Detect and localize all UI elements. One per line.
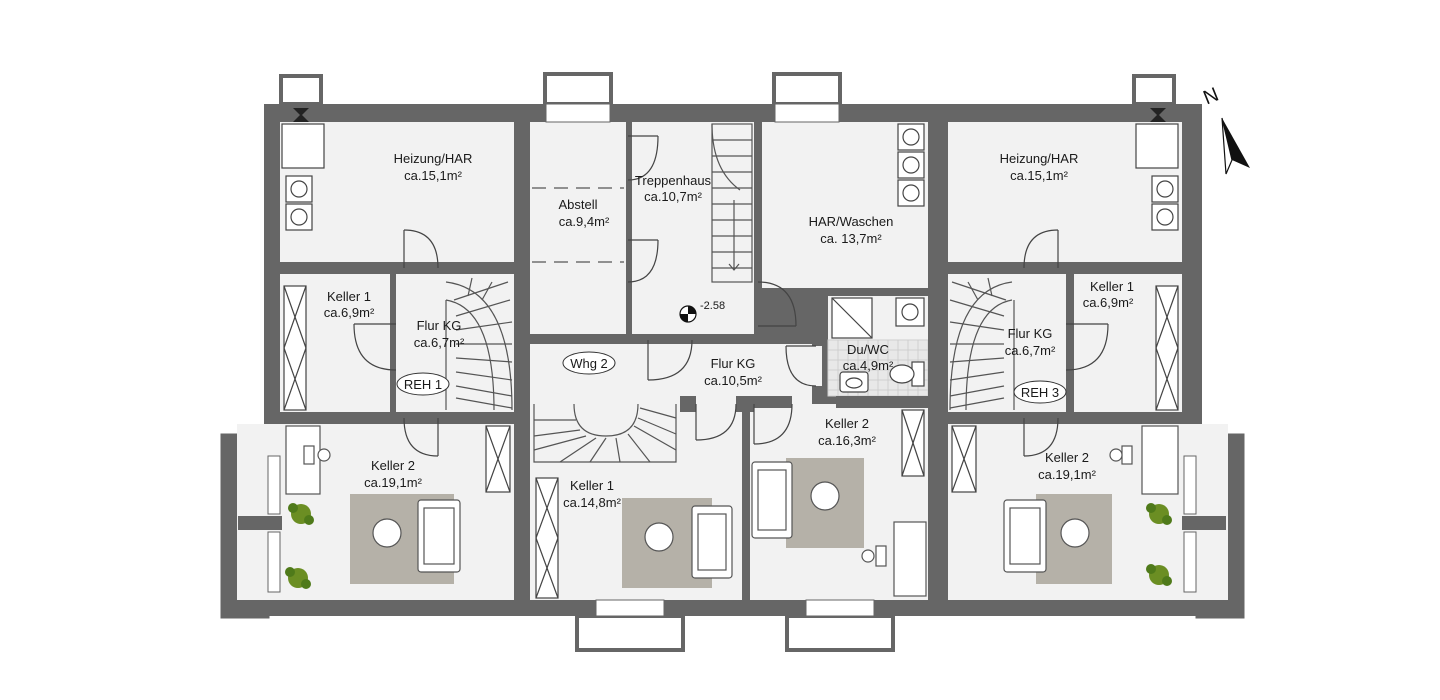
stairs	[445, 123, 1015, 463]
top-windows	[279, 72, 1176, 106]
unit-label-whg2: Whg 2	[570, 356, 608, 371]
desks	[285, 425, 1179, 597]
room-area: ca.14,8m²	[563, 495, 621, 510]
room-name: Heizung/HAR	[394, 151, 473, 166]
room-name: Keller 1	[1090, 279, 1134, 294]
plants	[285, 503, 1172, 589]
room-name: Keller 2	[1045, 450, 1089, 465]
room-name: Keller 2	[825, 416, 869, 431]
room-name: Heizung/HAR	[1000, 151, 1079, 166]
room-area: ca.4,9m²	[843, 358, 894, 373]
room-area: ca.10,5m²	[704, 373, 762, 388]
interior-walls	[238, 104, 1226, 616]
abstell-dividers	[532, 187, 624, 263]
tables	[372, 481, 1090, 552]
room-name: Keller 2	[371, 458, 415, 473]
north-label: N	[1200, 84, 1222, 110]
doors	[353, 135, 1109, 457]
unit-label-reh3: REH 3	[1021, 385, 1059, 400]
corner-vents	[293, 108, 1166, 122]
room-name: Keller 1	[327, 289, 371, 304]
room-area: ca.19,1m²	[364, 475, 422, 490]
room-name: Du/WC	[847, 342, 889, 357]
room-name: Treppenhaus	[635, 173, 712, 188]
room-area: ca. 13,7m²	[820, 231, 882, 246]
room-name: Flur KG	[711, 356, 756, 371]
room-area: ca.15,1m²	[1010, 168, 1068, 183]
room-name: Abstell	[558, 197, 597, 212]
room-area: ca.9,4m²	[559, 214, 610, 229]
wardrobes	[281, 123, 1179, 599]
room-area: ca.6,7m²	[1005, 343, 1056, 358]
room-name: Flur KG	[417, 318, 462, 333]
room-area: ca.15,1m²	[404, 168, 462, 183]
room-name: HAR/Waschen	[809, 214, 894, 229]
room-area: ca.6,7m²	[414, 335, 465, 350]
room-labels: Heizung/HAR ca.15,1m² Keller 1 ca.6,9m² …	[324, 151, 1134, 510]
bath-fixtures	[831, 297, 925, 393]
sofas	[417, 461, 1047, 579]
room-name: Flur KG	[1008, 326, 1053, 341]
elevation-marker: -2.58	[679, 300, 725, 323]
room-area: ca.6,9m²	[324, 305, 375, 320]
room-area: ca.10,7m²	[644, 189, 702, 204]
room-name: Keller 1	[570, 478, 614, 493]
room-area: ca.16,3m²	[818, 433, 876, 448]
appliances	[285, 123, 1179, 327]
room-area: ca.19,1m²	[1038, 467, 1096, 482]
unit-label-reh1: REH 1	[404, 377, 442, 392]
wall-windows	[267, 103, 1197, 617]
elevation-label: -2.58	[700, 300, 725, 312]
room-area: ca.6,9m²	[1083, 295, 1134, 310]
unit-labels: REH 1 Whg 2 REH 3	[396, 351, 1067, 404]
bottom-windows	[575, 614, 895, 652]
north-arrow: N	[1200, 84, 1250, 175]
